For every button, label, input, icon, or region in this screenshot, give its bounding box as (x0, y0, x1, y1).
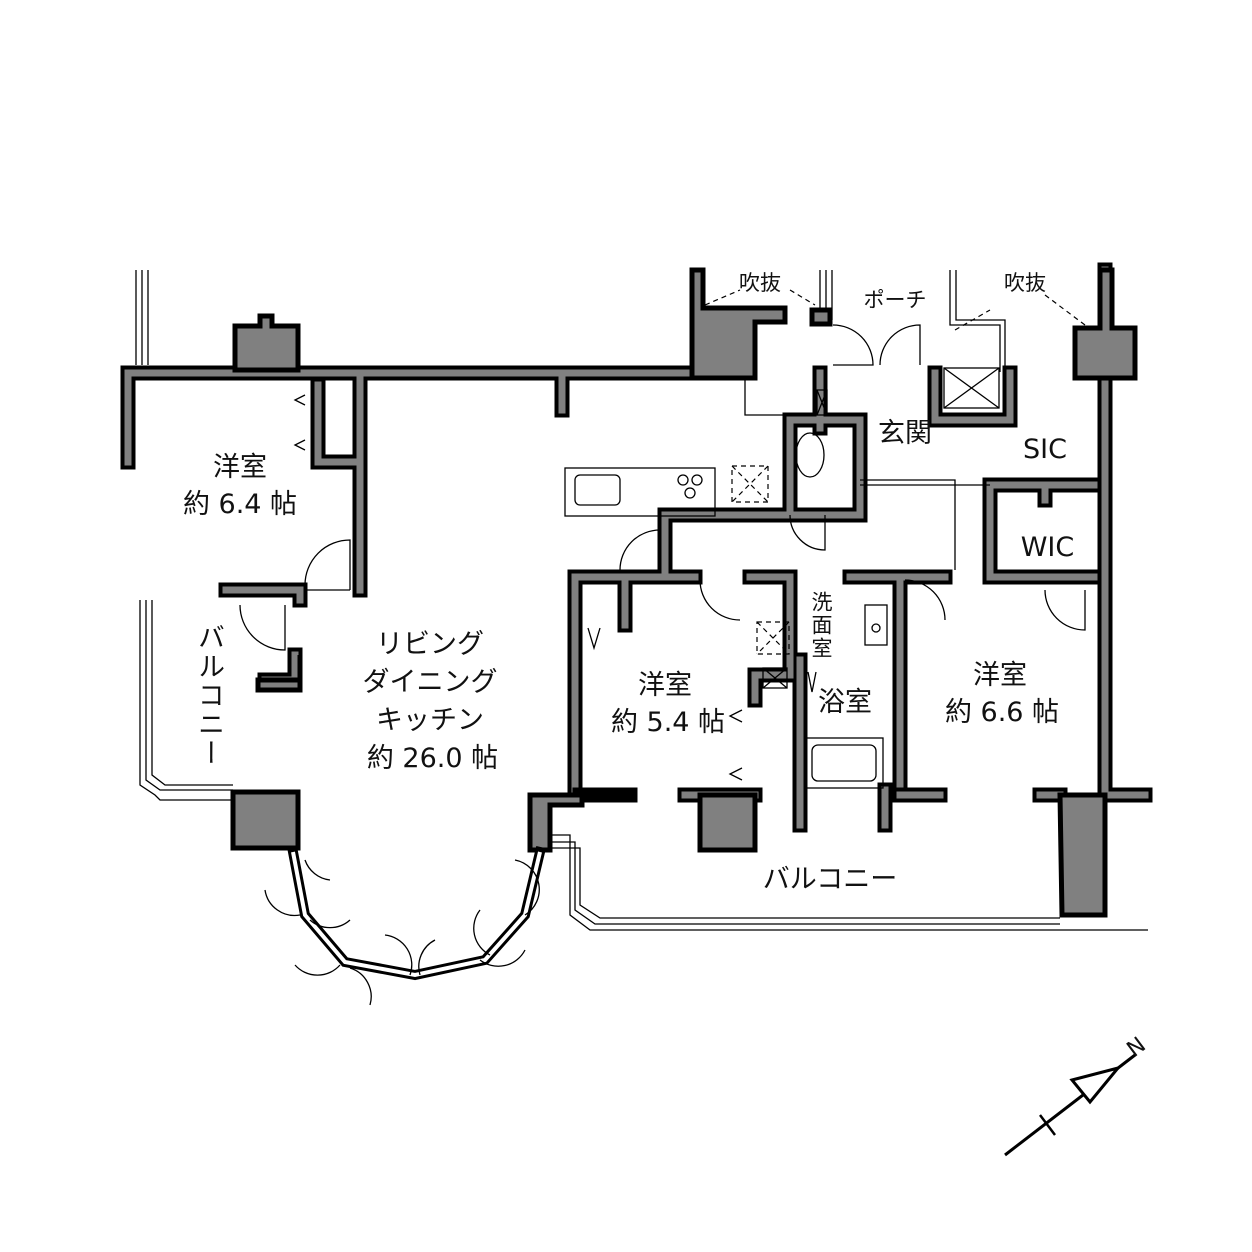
fixtures (239, 289, 1086, 789)
ldk-line2: ダイニング (362, 667, 498, 698)
north-compass-icon (1004, 1053, 1136, 1157)
void-left-label: 吹抜 (739, 271, 781, 295)
wic-label: WIC (1020, 532, 1075, 563)
porch-label: ポーチ (863, 288, 927, 312)
washroom-label: 洗面室 (809, 590, 833, 660)
railings (135, 270, 1148, 931)
bay-window (264, 845, 547, 1006)
sic-label: SIC (1023, 434, 1067, 465)
room-name-western-2: 洋室 (638, 670, 692, 701)
room-name-western-3: 洋室 (973, 660, 1027, 691)
void-right-label: 吹抜 (1004, 271, 1046, 295)
balcony-bottom-label: バルコニー (762, 864, 898, 895)
ldk-line1: リビング (376, 629, 484, 660)
room-name-western-1: 洋室 (213, 452, 267, 483)
room-area-western-2: 約 5.4 帖 (610, 707, 726, 738)
entrance-label: 玄関 (878, 418, 932, 449)
ldk-line3: キッチン (376, 705, 484, 736)
bathroom-label: 浴室 (818, 687, 872, 718)
balcony-left-label: バルコニー (193, 622, 224, 768)
columns (230, 267, 1138, 918)
room-area-western-1: 約 6.4 帖 (182, 489, 298, 520)
ldk-area: 約 26.0 帖 (366, 743, 499, 774)
room-area-western-3: 約 6.6 帖 (944, 697, 1060, 728)
